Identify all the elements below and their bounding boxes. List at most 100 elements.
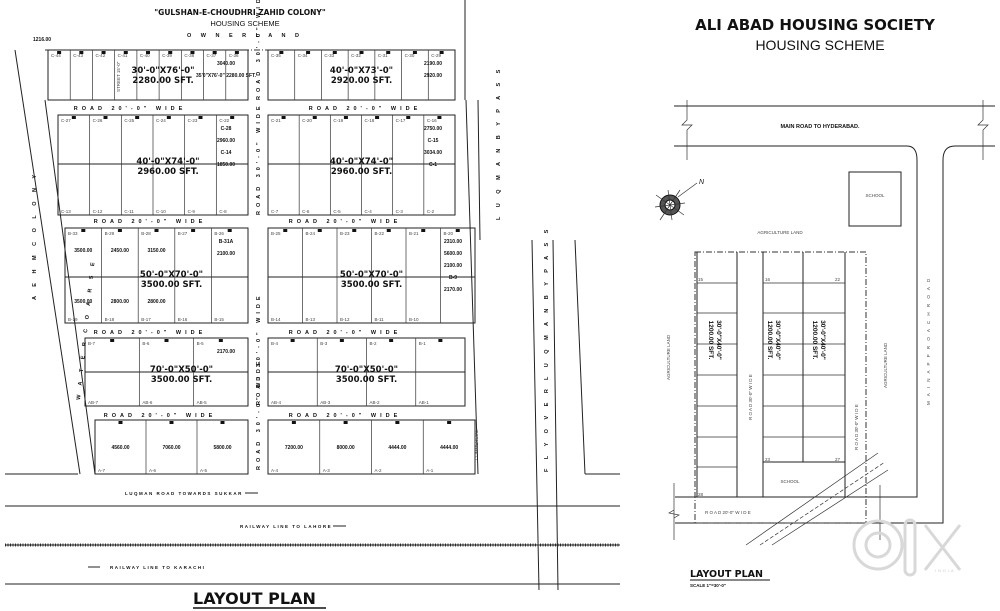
plot-id: C-6 — [302, 209, 310, 214]
plot-id: C-33 — [324, 53, 334, 58]
watermark-region: INDIA — [935, 568, 956, 573]
plot-area-total: 2960.00 SFT. — [137, 167, 198, 177]
break-symbol — [668, 483, 881, 540]
plot-id: B-4 — [271, 341, 279, 346]
plot-marker — [135, 116, 140, 119]
plot-marker — [395, 421, 400, 424]
right-plan-title: ALI ABAD HOUSING SOCIETY — [695, 16, 936, 34]
plot-note: 2170.00 — [444, 287, 462, 293]
plot-id: B-18 — [105, 317, 115, 322]
plot-marker — [220, 421, 225, 424]
railway-line — [745, 452, 879, 546]
plot-marker — [190, 51, 195, 54]
plot-area: 2450.00 — [111, 248, 129, 254]
corner-area: 1216.00 — [33, 37, 51, 43]
plot-note: B-9 — [449, 275, 457, 281]
main-approach-road-label: M A I N A P P R O A C H R O A D — [926, 277, 931, 405]
plot-id: A-2 — [375, 468, 383, 473]
left-plan-subtitle: HOUSING SCHEME — [210, 19, 279, 28]
plot-id: B-22 — [375, 231, 385, 236]
plot-id: C-29 — [431, 53, 441, 58]
plot-id: C-24 — [156, 118, 166, 123]
road-20-label: R O A D 20'-0" W I D E — [705, 510, 751, 515]
scale-label: SCALE 1"=30'-0" — [690, 583, 726, 588]
plot-note: 3040.00 — [217, 61, 235, 67]
main-road-label: MAIN ROAD TO HYDERABAD. — [780, 124, 860, 130]
plot-id: C-10 — [156, 209, 166, 214]
plot-note: 2750.00 — [424, 126, 442, 132]
plot-dimension: 30'-0"X76'-0" — [131, 66, 194, 76]
plot-id: C-30 — [405, 53, 415, 58]
plot-id: 28 — [698, 492, 704, 497]
road-20-label: ROAD 20'-0" WIDE — [74, 106, 187, 112]
plot-area: 4444.00 — [440, 445, 458, 451]
plot-marker — [352, 229, 357, 232]
road-edge — [675, 145, 995, 524]
plot-note: C-14 — [221, 150, 232, 156]
plot-id: 16 — [765, 277, 771, 282]
plot-id: C-41 — [118, 53, 128, 58]
plot-id: C-7 — [271, 209, 279, 214]
plot-area: 4444.00 — [388, 445, 406, 451]
plot-note: 2960.00 — [217, 138, 235, 144]
plot-id: AB-5 — [197, 400, 208, 405]
plot-dimension: 70'-0"X50'-0" — [335, 365, 398, 375]
fly-over-label: F L Y O V E R — [544, 385, 550, 472]
plot-note: B-31A — [219, 239, 234, 245]
plot-marker — [227, 229, 232, 232]
road-20-label: ROAD 20'-0" WIDE — [94, 219, 207, 225]
plot-marker — [117, 229, 122, 232]
plot-marker — [343, 421, 348, 424]
right-plan-subtitle: HOUSING SCHEME — [755, 37, 884, 53]
road-30-label: ROAD 30'-0" WIDE — [256, 0, 262, 100]
plot-marker — [290, 339, 295, 342]
plot-marker — [375, 116, 380, 119]
plot-id: C-5 — [333, 209, 341, 214]
plot-area: 8000.00 — [337, 445, 355, 451]
plot-id: A-1 — [426, 468, 434, 473]
plot-id: 22 — [835, 277, 841, 282]
plot-area: 7200.00 — [285, 445, 303, 451]
road-20-label: ROAD 20'-0" WIDE — [289, 413, 402, 419]
plot-id: C-18 — [365, 118, 375, 123]
plot-note: 1850.00 — [217, 162, 235, 168]
plot-marker — [412, 51, 417, 54]
plot-marker — [212, 51, 217, 54]
plot-block — [64, 227, 249, 324]
plot-id: B-10 — [409, 317, 419, 322]
plot-id: C-2 — [427, 209, 435, 214]
compass-north-label: N — [699, 179, 705, 186]
compass-icon — [654, 182, 698, 221]
plot-area: 2800.00 — [111, 299, 129, 305]
plot-id: B-7 — [88, 341, 96, 346]
plot-marker — [312, 116, 317, 119]
railway-karachi-label: RAILWAY LINE TO KARACHI — [110, 565, 205, 570]
plot-area: 5800.00 — [213, 445, 231, 451]
plot-note: C-28 — [221, 126, 232, 132]
plot-id: C-36 — [229, 53, 239, 58]
plot-marker — [103, 116, 108, 119]
plot-marker — [168, 51, 173, 54]
plot-marker — [455, 229, 460, 232]
plot-area: 1200.00 SFT. — [707, 321, 714, 360]
plot-marker — [291, 421, 296, 424]
plot-id: A-6 — [149, 468, 157, 473]
plot-id: C-31 — [378, 53, 388, 58]
agriculture-land-top: AGRICULTURE LAND — [757, 230, 803, 235]
plot-marker — [169, 421, 174, 424]
plot-id: AB-3 — [320, 400, 331, 405]
scheme-boundary — [694, 251, 867, 524]
plot-marker — [57, 51, 62, 54]
plot-id: 23 — [765, 457, 771, 462]
plot-marker — [164, 339, 169, 342]
road-20-label: ROAD 20'-0" WIDE — [309, 106, 422, 112]
plot-id: C-16 — [427, 118, 437, 123]
plot-marker — [306, 51, 311, 54]
plot-note: C-1 — [429, 162, 437, 168]
road-20-label: ROAD 20'-0" WIDE — [289, 219, 402, 225]
plot-marker — [283, 229, 288, 232]
plot-id: C-23 — [188, 118, 198, 123]
plot-area: 3500.00 — [74, 299, 92, 305]
plot-marker — [81, 229, 86, 232]
